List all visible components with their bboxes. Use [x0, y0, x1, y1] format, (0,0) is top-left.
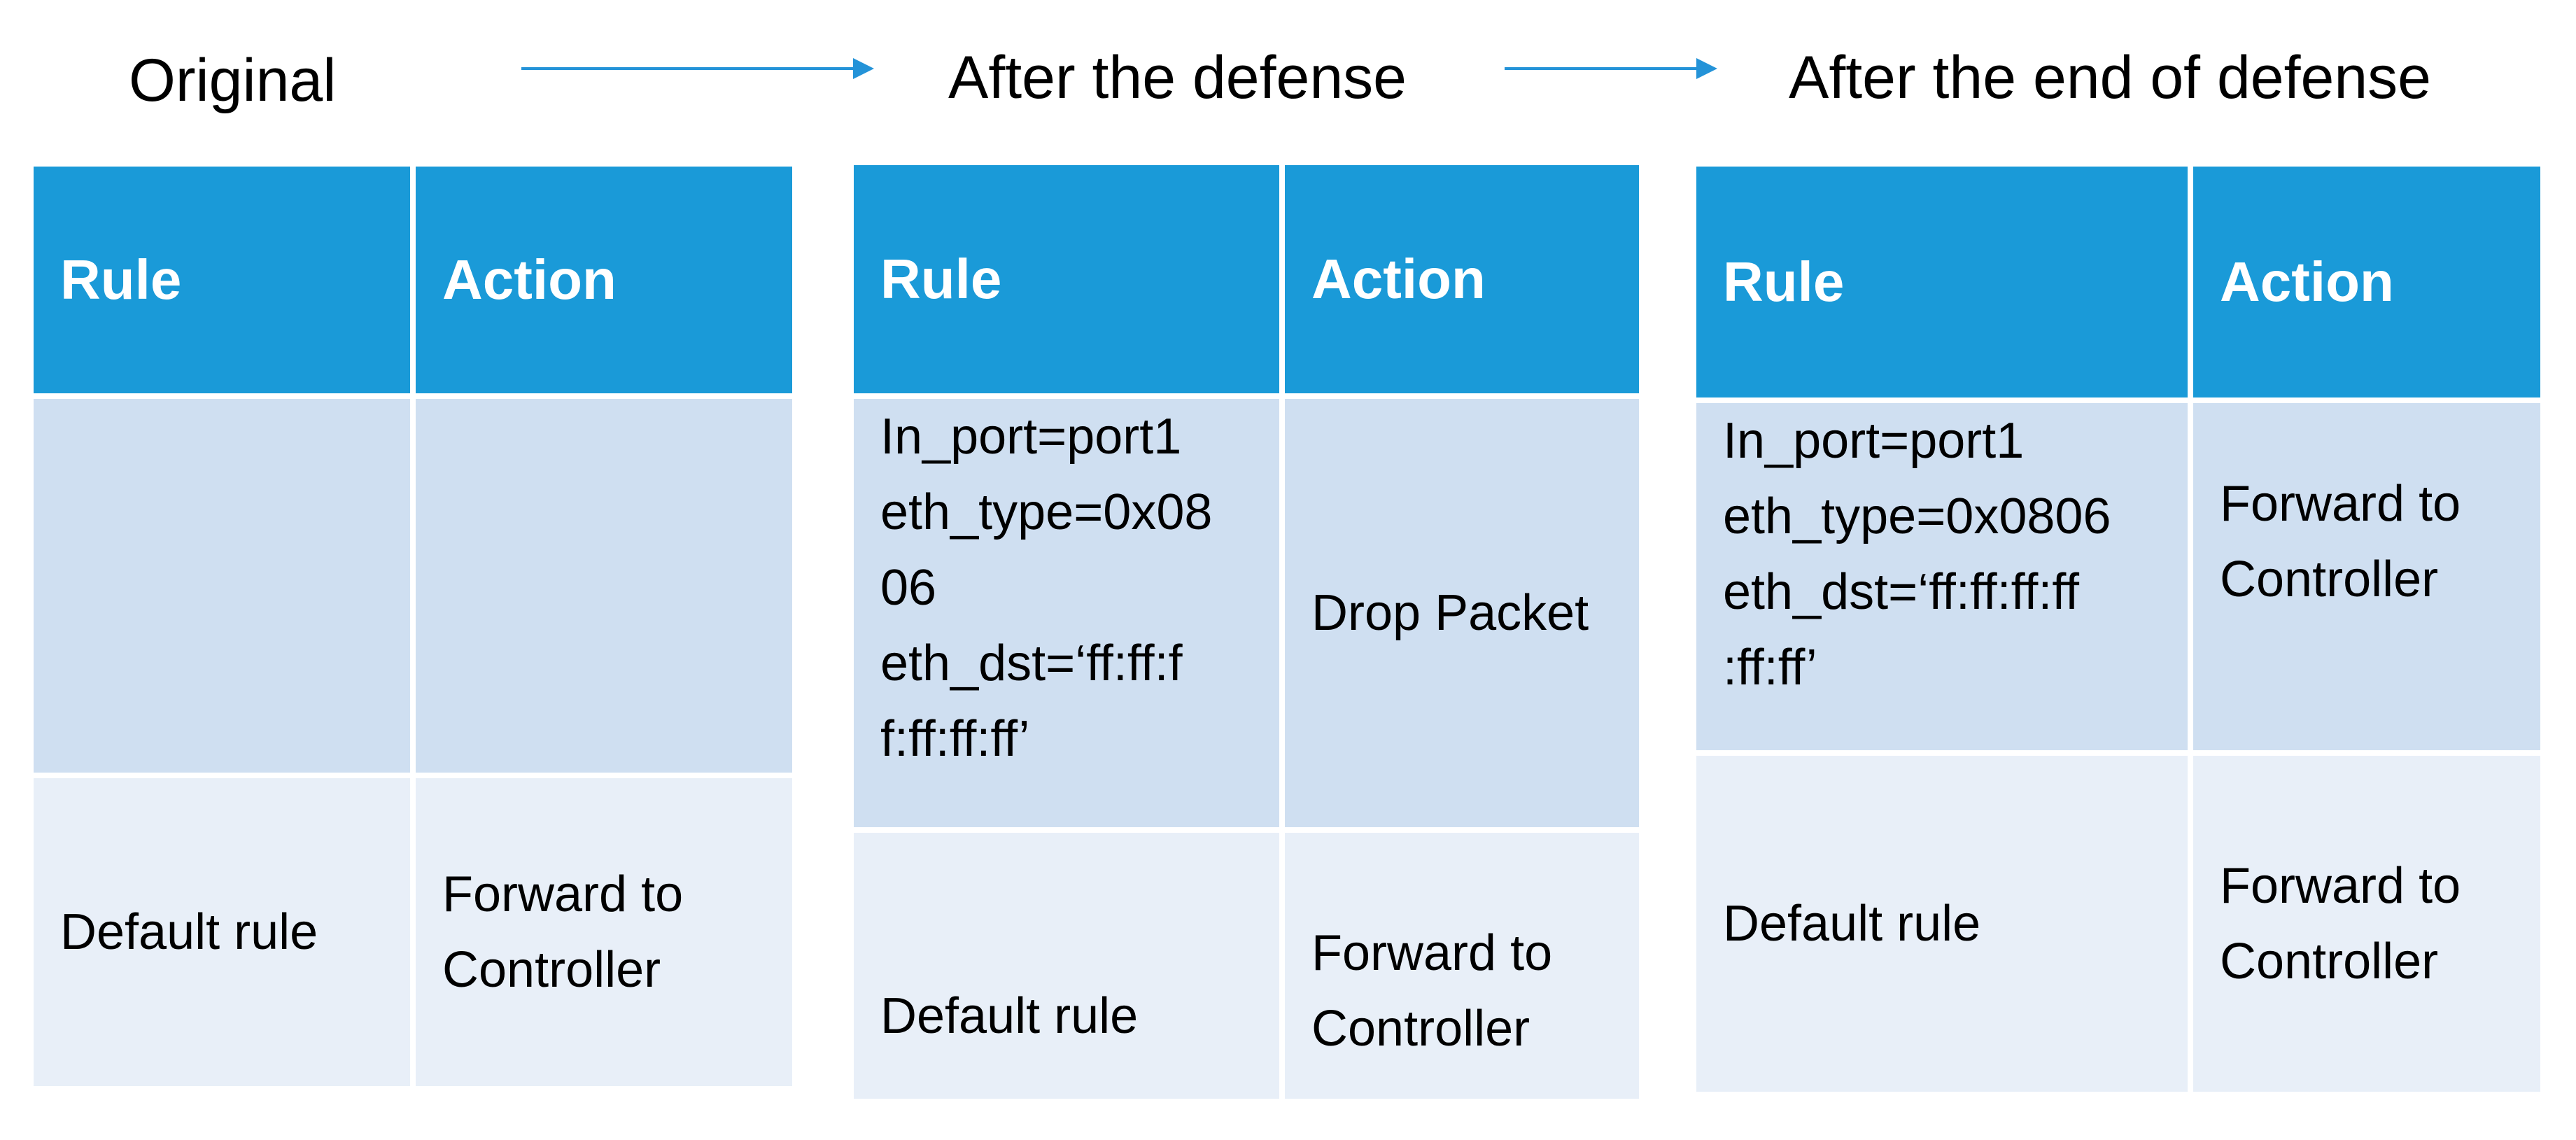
table-cell-action: Forward to Controller [1285, 833, 1639, 1099]
table-cell-action: Forward to Controller [416, 778, 792, 1086]
column-header-action: Action [2193, 167, 2540, 397]
table-cell-rule: Default rule [854, 833, 1279, 1099]
column-header-action: Action [416, 167, 792, 393]
table-cell-action: Forward to Controller [2193, 403, 2540, 750]
table-cell-rule: Default rule [1696, 756, 2188, 1092]
table-cell-action: Forward to Controller [2193, 756, 2540, 1092]
column-header-action: Action [1285, 165, 1639, 393]
stage-title-after-defense: After the defense [948, 44, 1407, 111]
table-cell-action: Drop Packet [1285, 399, 1639, 827]
flow-table-after-defense: Rule Action In_port=port1 eth_type=0x08 … [854, 165, 1639, 1099]
flow-arrow-icon [521, 58, 874, 79]
column-header-rule: Rule [1696, 167, 2188, 397]
table-cell-rule [34, 399, 410, 773]
table-cell-action [416, 399, 792, 773]
table-cell-rule: In_port=port1 eth_type=0x0806 eth_dst=‘f… [1696, 403, 2188, 750]
flow-arrow-icon [1505, 58, 1717, 79]
table-cell-rule: Default rule [34, 778, 410, 1086]
stage-title-after-end-of-defense: After the end of defense [1789, 44, 2431, 111]
flow-table-original: Rule Action Default rule Forward to Cont… [34, 167, 792, 1086]
column-header-rule: Rule [34, 167, 410, 393]
table-cell-rule: In_port=port1 eth_type=0x08 06 eth_dst=‘… [854, 399, 1279, 827]
stage-title-original: Original [129, 47, 337, 114]
flow-table-after-end-of-defense: Rule Action In_port=port1 eth_type=0x080… [1696, 167, 2540, 1092]
column-header-rule: Rule [854, 165, 1279, 393]
